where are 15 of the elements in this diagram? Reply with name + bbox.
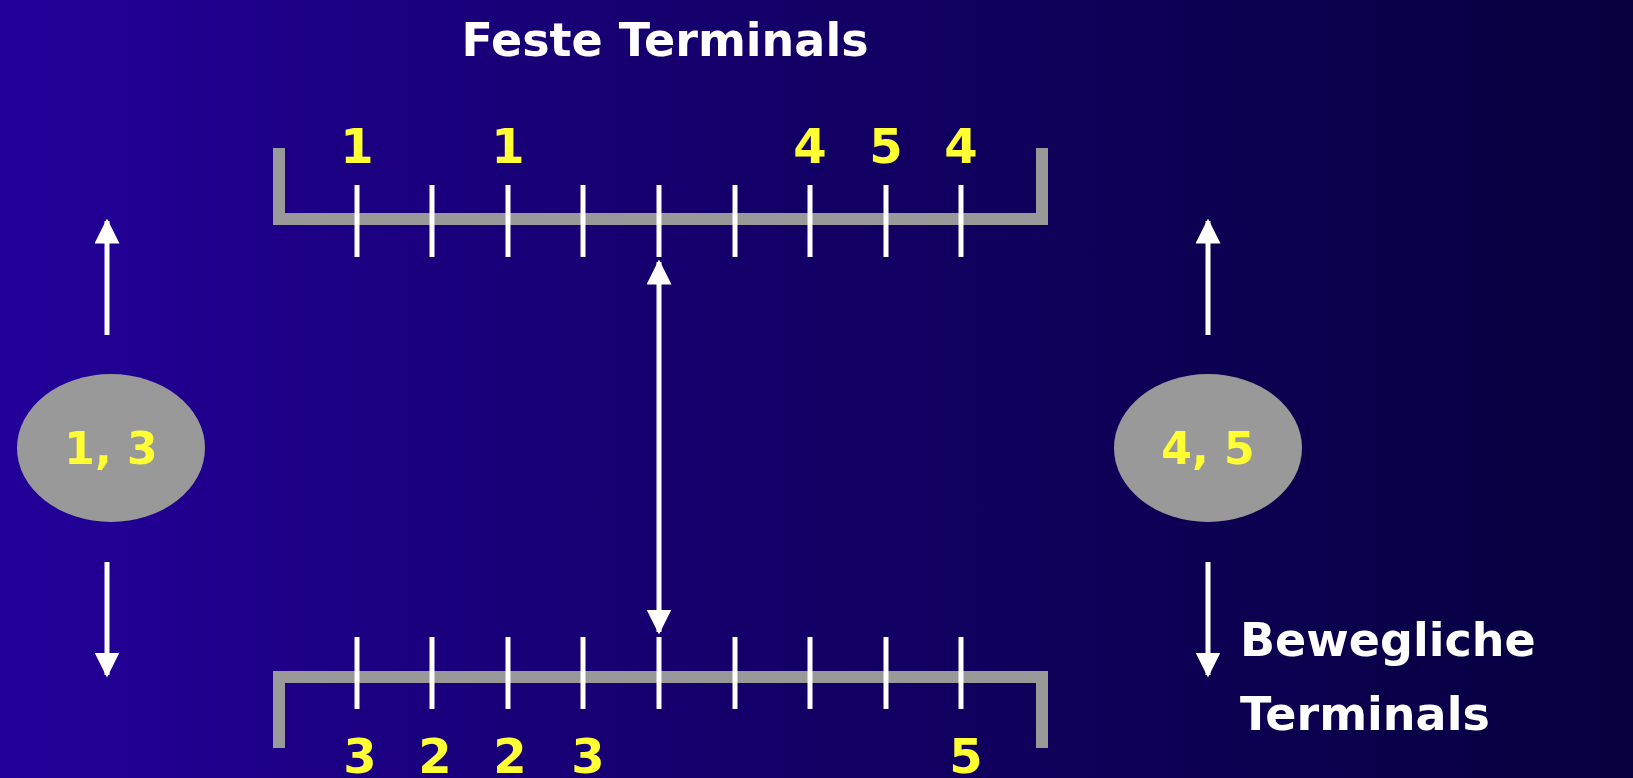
double-arrow: [646, 259, 672, 635]
heading: Feste Terminals: [461, 17, 869, 63]
terminal-number: 5: [869, 122, 903, 170]
terminal-number: 5: [949, 732, 983, 778]
heading: Bewegliche Terminals: [1240, 612, 1537, 743]
terminal-number: 4: [944, 122, 978, 170]
terminal-group-text: 1, 3: [64, 422, 158, 474]
terminal-number: 3: [571, 732, 605, 778]
terminal-number: 4: [793, 122, 827, 170]
terminal-number: 1: [491, 122, 525, 170]
terminal-number: 3: [343, 732, 377, 778]
terminal-number: 1: [340, 122, 374, 170]
terminal-group-text: 4, 5: [1161, 422, 1255, 474]
terminal-number: 2: [493, 732, 527, 778]
terminal-number: 2: [418, 732, 452, 778]
